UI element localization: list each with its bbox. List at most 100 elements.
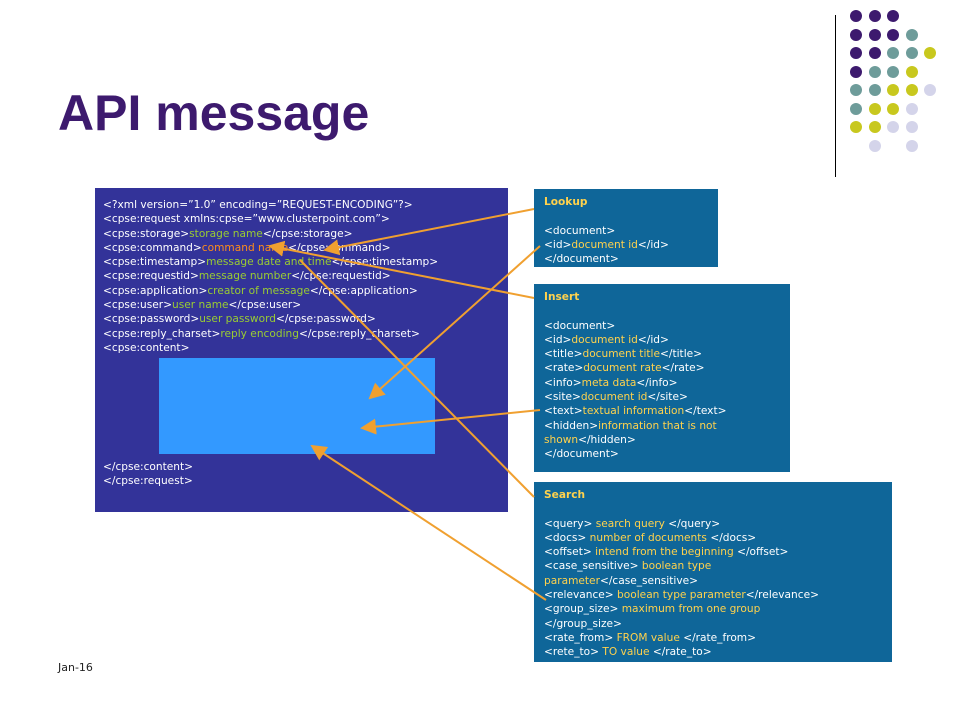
field-description: shown: [544, 433, 579, 446]
xml-tag: <query>: [544, 517, 596, 530]
arrow-lookup-to-command: [323, 208, 535, 256]
xml-tag: <document>: [544, 224, 616, 237]
xml-tag: </cpse:storage>: [262, 227, 353, 240]
code-line: </document>: [544, 447, 726, 461]
field-description: user password: [199, 313, 276, 326]
code-line: <rete_to> TO value </rate_to>: [544, 645, 819, 659]
xml-tag: <cpse:application>: [103, 284, 208, 297]
code-line: <cpse:timestamp>message date and time</c…: [103, 255, 438, 269]
code-line: <docs> number of documents </docs>: [544, 531, 819, 545]
field-description: parameter: [544, 574, 600, 587]
xml-tag: </site>: [647, 391, 688, 404]
decorative-dot: [887, 121, 899, 133]
xml-tag: <id>: [544, 333, 572, 346]
field-description: textual information: [582, 405, 685, 418]
arrow-insert-to-content: [360, 409, 541, 435]
xml-tag: </query>: [668, 517, 721, 530]
decorative-dot: [850, 28, 862, 41]
code-line: <relevance> boolean type parameter</rele…: [544, 588, 819, 602]
xml-tag: <case_sensitive>: [544, 560, 642, 573]
arrow-lookup-to-content: [368, 245, 541, 400]
code-line: </document>: [544, 252, 669, 266]
xml-tag: <offset>: [544, 546, 596, 559]
field-description: message number: [198, 270, 292, 283]
code-line: <rate_from> FROM value </rate_from>: [544, 631, 819, 645]
field-description: creator of message: [207, 284, 310, 297]
decorative-dot: [850, 102, 862, 115]
code-line: <hidden>information that is not: [544, 419, 726, 433]
code-line: <document>: [544, 224, 669, 238]
code-line: <offset> intend from the beginning </off…: [544, 545, 819, 559]
xml-tag: <site>: [544, 391, 581, 404]
xml-tag: </cpse:reply_charset>: [298, 327, 420, 340]
xml-tag: <?xml version=”1.0” encoding=”REQUEST-EN…: [103, 199, 413, 211]
field-description: intend from the beginning: [595, 546, 738, 559]
decorative-dot: [868, 102, 881, 115]
decorative-dot: [905, 47, 918, 59]
decorative-dot: [887, 84, 899, 96]
decorative-dot: [850, 10, 862, 22]
decorative-dot: [850, 121, 862, 133]
xml-tag: <cpse:command>: [103, 241, 202, 254]
decorative-dot: [850, 47, 862, 59]
xml-tag: <cpse:timestamp>: [103, 256, 207, 269]
decorative-dot: [868, 65, 881, 78]
xml-tag: </info>: [636, 376, 678, 389]
code-line: <cpse:requestid>message number</cpse:req…: [103, 269, 438, 283]
code-line: <?xml version=”1.0” encoding=”REQUEST-EN…: [103, 198, 438, 212]
xml-tag: <rate_from>: [544, 631, 617, 644]
field-description: FROM value: [616, 631, 684, 644]
code-line: parameter</case_sensitive>: [544, 574, 819, 588]
xml-tag: <info>: [544, 376, 582, 389]
field-description: document id: [571, 238, 638, 251]
field-description: meta data: [581, 376, 637, 389]
xml-tag: </cpse:user>: [228, 299, 302, 312]
xml-tag: </relevance>: [745, 589, 819, 602]
field-description: maximum from one group: [621, 603, 761, 616]
xml-tag: </case_sensitive>: [599, 574, 699, 587]
field-description: document rate: [583, 362, 662, 375]
decorative-dot: [887, 65, 899, 78]
decorative-dot: [868, 139, 881, 152]
xml-tag: </rate>: [661, 362, 705, 375]
field-description: TO value: [602, 646, 653, 659]
decorative-dot: [850, 84, 862, 96]
search-lines: <query> search query </query><docs> numb…: [544, 502, 819, 659]
xml-tag: <cpse:reply_charset>: [103, 327, 221, 340]
xml-request-end: </cpse:content> </cpse:request>: [103, 460, 193, 489]
xml-tag: </cpse:password>: [275, 313, 376, 326]
decorative-dot: [924, 84, 936, 96]
field-description: message date and time: [206, 256, 332, 269]
decorative-dot: [868, 10, 881, 22]
xml-tag: <title>: [544, 348, 583, 361]
insert-title: Insert: [544, 291, 580, 303]
xml-tag: </title>: [660, 348, 703, 361]
decorative-dot: [887, 10, 899, 22]
xml-tag: </cpse:requestid>: [291, 270, 391, 283]
xml-tag: <relevance>: [544, 589, 618, 602]
xml-tag: <text>: [544, 405, 583, 418]
xml-tag: <cpse:user>: [103, 299, 173, 312]
field-description: boolean type: [641, 560, 712, 573]
decorative-dot: [924, 47, 936, 59]
code-line: <cpse:application>creator of message</cp…: [103, 284, 438, 298]
decorative-dot: [905, 121, 918, 133]
slide-footer-date: Jan-16: [58, 661, 93, 674]
code-line: <case_sensitive> boolean type: [544, 559, 819, 573]
code-line: <group_size> maximum from one group: [544, 602, 819, 616]
field-description: reply encoding: [220, 327, 299, 340]
xml-tag: </offset>: [737, 546, 789, 559]
xml-tag: <id>: [544, 238, 572, 251]
arrow-search-to-command: [299, 259, 535, 498]
xml-request-lines: <?xml version=”1.0” encoding=”REQUEST-EN…: [103, 198, 438, 355]
code-line: <cpse:request xmlns:cpse=”www.clusterpoi…: [103, 212, 438, 226]
decorative-dot: [868, 84, 881, 96]
code-line: <document>: [544, 319, 726, 333]
decorative-dot-grid: [850, 10, 946, 160]
code-line: <cpse:user>user name</cpse:user>: [103, 298, 438, 312]
code-line: <cpse:password>user password</cpse:passw…: [103, 312, 438, 326]
code-line: <query> search query </query>: [544, 517, 819, 531]
decorative-dot: [905, 102, 918, 115]
code-line: <id>document id</id>: [544, 238, 669, 252]
decorative-dot: [905, 139, 918, 152]
